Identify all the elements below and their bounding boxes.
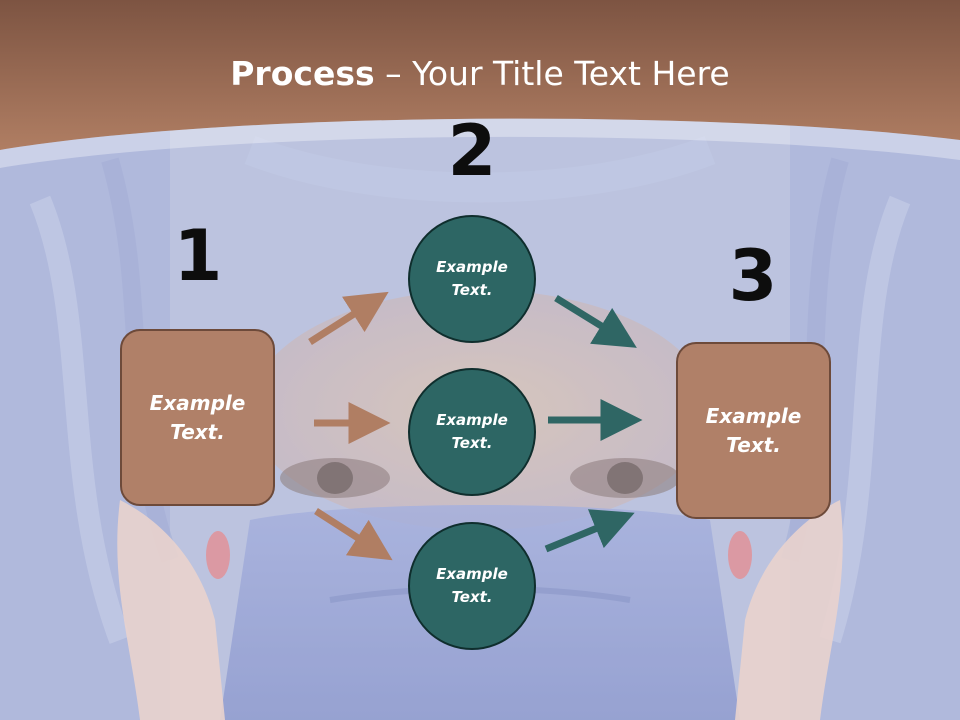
step-1-box: Example Text. xyxy=(120,329,275,506)
step-1-text: Example Text. xyxy=(149,390,246,444)
title-bold: Process xyxy=(230,54,375,93)
circle-bottom-text: Example Text. xyxy=(436,565,508,606)
slide-title: Process – Your Title Text Here xyxy=(0,52,960,96)
circle-top-text: Example Text. xyxy=(436,258,508,299)
step-number-1: 1 xyxy=(173,215,223,297)
circle-middle: Example Text. xyxy=(408,368,536,496)
arrow-1-to-top xyxy=(308,291,389,345)
step-number-2: 2 xyxy=(447,110,497,192)
arrow-1-to-bottom xyxy=(314,508,393,561)
step-number-3: 3 xyxy=(728,235,778,317)
step-3-text: Example Text. xyxy=(705,403,802,457)
circle-middle-text: Example Text. xyxy=(436,411,508,452)
title-rest: – Your Title Text Here xyxy=(374,54,730,93)
arrow-bottom-to-3 xyxy=(544,509,635,553)
circle-bottom: Example Text. xyxy=(408,522,536,650)
circle-top: Example Text. xyxy=(408,215,536,343)
step-3-box: Example Text. xyxy=(676,342,831,519)
arrow-top-to-3 xyxy=(554,295,637,348)
